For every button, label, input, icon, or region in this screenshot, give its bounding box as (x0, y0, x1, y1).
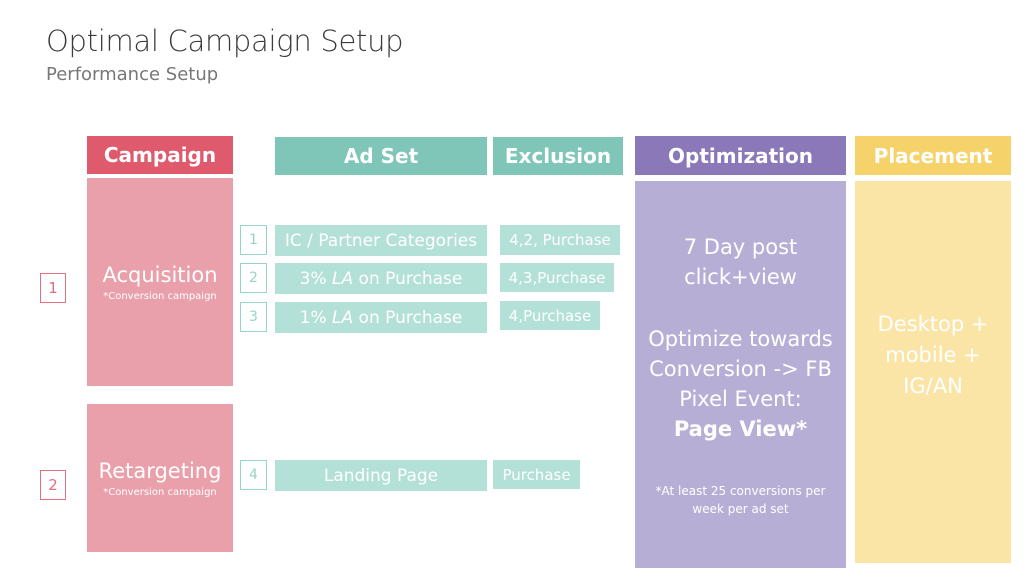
placement-line-1: Desktop + (877, 312, 989, 336)
campaign-type: *Conversion campaign (103, 290, 217, 302)
exclusion-4: Purchase (493, 460, 580, 489)
placement-line-3: IG/AN (903, 374, 963, 398)
adset-landing-page: Landing Page (275, 460, 487, 491)
adset-1pct-la-purchase: 1% LA on Purchase (275, 302, 487, 333)
exclusion-2: 4,3,Purchase (500, 263, 614, 292)
adset-label-prefix: 3% (299, 268, 333, 289)
header-adset: Ad Set (275, 137, 487, 175)
adset-label-la: LA (332, 307, 354, 328)
optimization-panel: 7 Day post click+view Optimize towards C… (635, 181, 846, 568)
optimization-goal-line-2: Conversion -> FB (649, 356, 832, 381)
page-title: Optimal Campaign Setup (46, 24, 404, 58)
adset-label-suffix: on Purchase (353, 268, 463, 289)
campaign-name: Retargeting (98, 458, 222, 483)
adset-label-prefix: 1% (299, 307, 333, 328)
optimization-note-line-1: *At least 25 conversions per (655, 483, 826, 498)
campaign-acquisition: Acquisition *Conversion campaign (87, 178, 233, 386)
exclusion-1: 4,2, Purchase (500, 225, 620, 255)
adset-number-1: 1 (240, 225, 267, 255)
optimization-note-line-2: week per ad set (692, 501, 789, 516)
page-subtitle: Performance Setup (46, 64, 219, 85)
campaign-name: Acquisition (102, 262, 218, 287)
optimization-goal-line-1: Optimize towards (648, 326, 833, 351)
adset-label-suffix: on Purchase (353, 307, 463, 328)
header-placement: Placement (855, 136, 1011, 175)
adset-number-3: 3 (240, 302, 267, 332)
campaign-number-2: 2 (40, 470, 66, 500)
placement-line-2: mobile + (885, 343, 981, 367)
optimization-window-line-1: 7 Day post (683, 234, 798, 259)
header-exclusion: Exclusion (493, 137, 623, 175)
campaign-type: *Conversion campaign (103, 486, 217, 498)
adset-ic-partner-categories: IC / Partner Categories (275, 225, 487, 256)
campaign-number-1: 1 (40, 273, 66, 303)
optimization-event: Page View* (673, 416, 808, 441)
adset-3pct-la-purchase: 3% LA on Purchase (275, 263, 487, 294)
exclusion-3: 4,Purchase (500, 301, 600, 330)
header-campaign: Campaign (87, 136, 233, 174)
adset-number-4: 4 (240, 460, 267, 490)
header-optimization: Optimization (635, 136, 846, 175)
adset-label-la: LA (332, 268, 354, 289)
optimization-window-line-2: click+view (684, 264, 797, 289)
optimization-goal-line-3: Pixel Event: (679, 386, 802, 411)
adset-number-2: 2 (240, 263, 267, 293)
campaign-retargeting: Retargeting *Conversion campaign (87, 404, 233, 552)
placement-panel: Desktop + mobile + IG/AN (855, 181, 1011, 563)
